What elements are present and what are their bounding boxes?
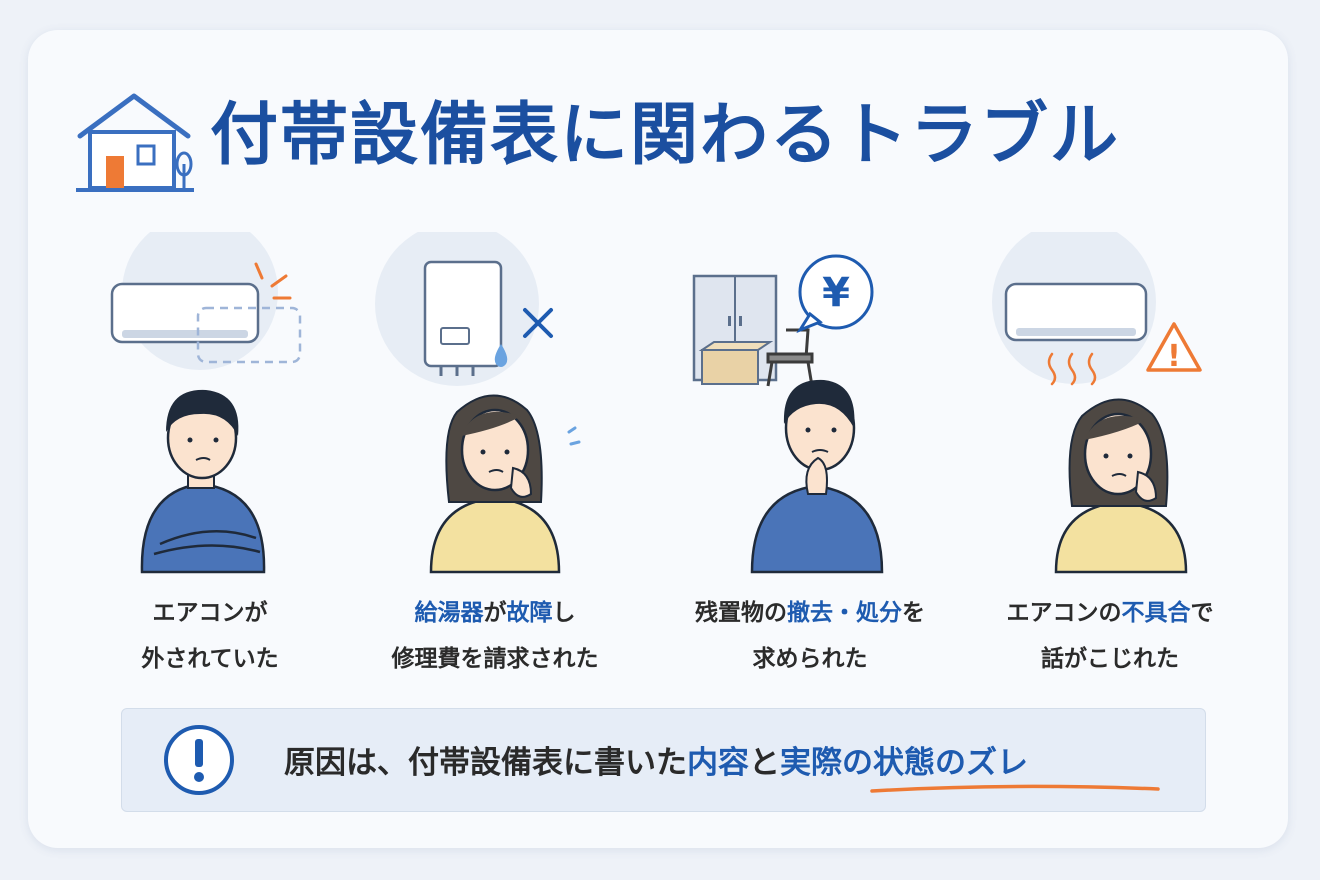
yen-speech-bubble-icon: ¥	[796, 254, 874, 334]
warning-triangle-icon: !	[1146, 322, 1202, 374]
caption-highlight: 故障	[506, 600, 553, 626]
air-conditioner-icon	[1004, 282, 1148, 342]
caption-ac-malfunction: エアコンの不具合で 話がこじれた	[960, 590, 1260, 682]
caption-highlight: 撤去・処分	[787, 600, 902, 626]
man-thinking-illustration	[750, 379, 884, 574]
note-highlight: 内容	[687, 745, 749, 781]
air-conditioner-icon	[110, 282, 260, 344]
caption-text: が	[483, 600, 507, 626]
caption-line: 修理費を請求された	[391, 646, 599, 672]
cause-note-text: 原因は、付帯設備表に書いた内容と実際の状態のズレ	[284, 737, 1028, 782]
caption-text: で	[1190, 600, 1214, 626]
x-mark-icon	[523, 308, 553, 338]
cardboard-box-icon	[698, 341, 774, 385]
caption-line: 話がこじれた	[1041, 646, 1179, 672]
yen-symbol: ¥	[822, 270, 850, 316]
caption-line: エアコンが	[152, 600, 268, 626]
trouble-panel-ac-malfunction: !	[960, 232, 1260, 592]
page-title: 付帯設備表に関わるトラブル	[210, 96, 1121, 175]
caption-text: 残置物の	[695, 600, 787, 626]
alert-lines-icon	[254, 262, 292, 300]
caption-text: を	[902, 600, 925, 626]
caption-leftover-items: 残置物の撤去・処分を 求められた	[660, 590, 960, 682]
cause-note-box: 原因は、付帯設備表に書いた内容と実際の状態のズレ	[121, 708, 1206, 812]
water-drop-icon	[494, 344, 508, 367]
missing-ac-outline-icon	[196, 306, 302, 364]
caption-ac-removed: エアコンが 外されていた	[60, 590, 360, 682]
exclamation-circle-icon	[164, 725, 234, 795]
caption-highlight: 給湯器	[414, 600, 484, 626]
note-highlight: 実際の状態のズレ	[780, 745, 1028, 781]
trouble-panel-leftover-items: ¥	[660, 232, 960, 592]
caption-highlight: 不具合	[1121, 600, 1191, 626]
caption-text: し	[552, 600, 576, 626]
woman-troubled-illustration	[1054, 398, 1188, 574]
caption-text: エアコンの	[1006, 600, 1122, 626]
trouble-panel-water-heater	[345, 232, 645, 592]
trouble-panel-ac-removed	[60, 232, 360, 592]
house-icon	[76, 93, 194, 192]
warning-symbol: !	[1167, 339, 1181, 374]
heat-waves-icon	[1047, 352, 1097, 386]
caption-line: 給湯器が故障し	[345, 590, 645, 636]
sweat-marks-icon	[567, 426, 581, 446]
woman-worried-illustration	[429, 394, 561, 574]
caption-line: 外されていた	[141, 646, 279, 672]
orange-underline	[870, 784, 1160, 793]
caption-water-heater: 給湯器が故障し 修理費を請求された	[345, 590, 645, 682]
note-text: と	[749, 745, 780, 781]
caption-line: エアコンの不具合で	[960, 590, 1260, 636]
note-text: 原因は、付帯設備表に書いた	[284, 745, 687, 781]
caption-line: 残置物の撤去・処分を	[660, 590, 960, 636]
man-arms-crossed-illustration	[140, 389, 266, 574]
caption-line: 求められた	[752, 646, 868, 672]
water-heater-icon	[423, 260, 503, 376]
